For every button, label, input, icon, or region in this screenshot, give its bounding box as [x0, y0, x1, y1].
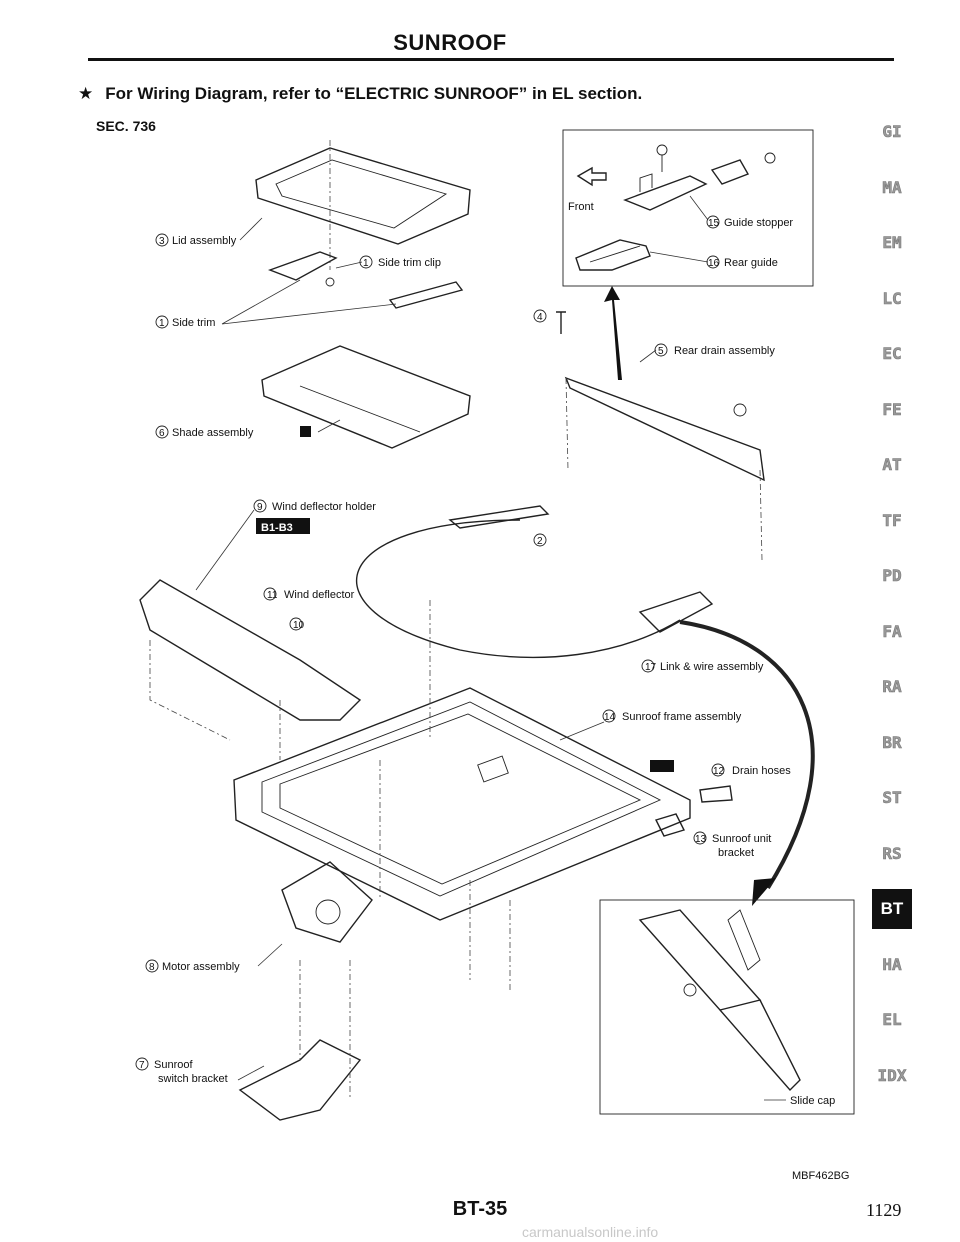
callout-17-number: 17	[645, 662, 657, 673]
switch-bracket-label-2: switch bracket	[158, 1073, 228, 1085]
sidebar-item-br[interactable]: BR	[882, 732, 902, 752]
sidebar-item-gi[interactable]: GI	[882, 122, 902, 142]
detail-arrow-head-icon	[752, 878, 776, 906]
side-trim-label: Side trim	[172, 317, 215, 329]
callout-1a-number: 1	[363, 258, 369, 269]
callout-13-number: 13	[695, 834, 707, 845]
shade-assembly-label: Shade assembly	[172, 427, 254, 439]
callout-8-number: 8	[149, 962, 155, 973]
star-icon: ★	[78, 84, 94, 103]
callout-7-number: 7	[139, 1060, 145, 1071]
sidebar-item-lc[interactable]: LC	[882, 288, 902, 308]
side-trim-part	[388, 281, 464, 309]
sunroof-frame-assembly-part	[233, 687, 691, 921]
link-wire-assembly-part	[638, 591, 714, 633]
bolt-icon	[556, 311, 566, 334]
callout-16	[706, 255, 720, 269]
slide-cap-detail-box	[599, 899, 855, 1115]
drain-hose-part	[699, 785, 733, 803]
sidebar-item-st[interactable]: ST	[882, 788, 902, 808]
watermark: carmanualsonline.info	[522, 1224, 659, 1240]
wind-deflector-part	[139, 579, 362, 721]
side-trim-clip-part	[267, 251, 338, 287]
rear-drain-assembly-part	[564, 376, 765, 561]
sidebar-item-idx[interactable]: IDX	[877, 1065, 907, 1085]
inset-arrow-icon	[604, 286, 622, 380]
section-sidebar: GI MA EM LC EC FE AT TF PD FA RA BR ST R…	[872, 112, 912, 1111]
ref-a-icon	[300, 426, 311, 437]
sidebar-item-at[interactable]: AT	[882, 455, 902, 475]
drain-hoses-label: Drain hoses	[732, 765, 791, 777]
callout-2-number: 2	[537, 536, 543, 547]
rear-drain-assembly-label: Rear drain assembly	[674, 345, 775, 357]
link-wire-cable	[356, 519, 681, 659]
callout-10-number: 10	[293, 620, 305, 631]
callout-1b-number: 1	[159, 318, 165, 329]
torque-ref-badge	[256, 518, 310, 534]
link-wire-assembly-label: Link & wire assembly	[660, 661, 764, 673]
lid-assembly-part	[255, 140, 471, 270]
lid-assembly-label: Lid assembly	[172, 235, 237, 247]
sidebar-item-fe[interactable]: FE	[882, 399, 902, 419]
ref-icon-drain	[650, 760, 674, 772]
rear-guide-label: Rear guide	[724, 257, 778, 269]
wiring-note-text: For Wiring Diagram, refer to “ELECTRIC S…	[105, 84, 643, 103]
sidebar-item-ma[interactable]: MA	[882, 177, 902, 197]
callout-16-number: 16	[708, 258, 720, 269]
detail-arrow	[679, 620, 815, 890]
callout-4-number: 4	[537, 312, 543, 323]
side-trim-clip-label: Side trim clip	[378, 257, 441, 269]
sunroof-unit-bracket-part	[655, 813, 685, 837]
sidebar-item-ha[interactable]: HA	[882, 954, 902, 974]
guide-stopper-part	[623, 144, 776, 211]
sidebar-item-pd[interactable]: PD	[882, 566, 902, 586]
sidebar-item-em[interactable]: EM	[882, 233, 902, 253]
page-label: BT-35	[452, 1198, 508, 1220]
shade-assembly-part	[261, 345, 471, 449]
callout-9-number: 9	[257, 502, 263, 513]
sidebar-item-bt[interactable]: BT	[872, 889, 912, 929]
callout-11-number: 11	[267, 590, 278, 601]
sunroof-unit-bracket-label-1: Sunroof unit	[712, 833, 771, 845]
sunroof-unit-bracket-label-2: bracket	[718, 847, 754, 859]
wiring-note: ★ For Wiring Diagram, refer to “ELECTRIC …	[78, 84, 642, 104]
callout-6-number: 6	[159, 428, 165, 439]
sidebar-item-rs[interactable]: RS	[882, 843, 902, 863]
title-rule	[88, 58, 894, 61]
slide-cap-detail-part	[638, 909, 801, 1092]
callout-15-number: 15	[708, 218, 720, 229]
motor-assembly-part	[281, 861, 373, 943]
sunroof-frame-assembly-label: Sunroof frame assembly	[622, 711, 742, 723]
section-code: SEC. 736	[96, 118, 156, 134]
sidebar-item-ra[interactable]: RA	[882, 677, 902, 697]
callout-5-number: 5	[658, 346, 664, 357]
torque-ref-text: B1-B3	[261, 522, 293, 534]
slide-cap-label: Slide cap	[790, 1095, 835, 1107]
callout-12-number: 12	[713, 766, 725, 777]
guide-stopper-label: Guide stopper	[724, 217, 793, 229]
sidebar-item-el[interactable]: EL	[882, 1010, 902, 1030]
figure-code: MBF462BG	[792, 1170, 850, 1182]
front-label: Front	[568, 201, 594, 213]
callout-3-number: 3	[159, 236, 165, 247]
wind-deflector-holder-label: Wind deflector holder	[272, 501, 376, 513]
page-title: SUNROOF	[393, 30, 507, 55]
sidebar-item-ec[interactable]: EC	[882, 344, 902, 364]
motor-assembly-label: Motor assembly	[162, 961, 240, 973]
callout-15	[706, 215, 720, 229]
inset-box	[562, 129, 814, 287]
callout-14-number: 14	[604, 712, 616, 723]
wind-deflector-label: Wind deflector	[284, 589, 355, 601]
front-arrow-icon	[576, 166, 607, 187]
switch-bracket-label-1: Sunroof	[154, 1059, 193, 1071]
sidebar-item-tf[interactable]: TF	[882, 510, 902, 530]
rear-guide-part	[575, 239, 651, 271]
page-number: 1129	[866, 1200, 902, 1220]
switch-bracket-part	[238, 1039, 362, 1121]
sidebar-item-fa[interactable]: FA	[882, 621, 902, 641]
